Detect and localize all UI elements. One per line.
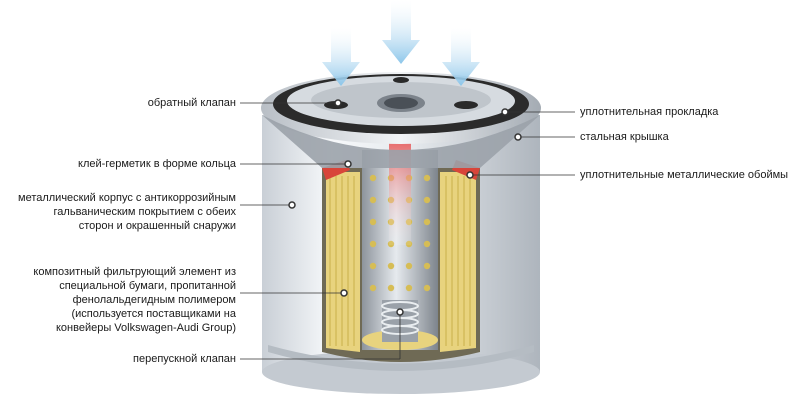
label-gasket: уплотнительная прокладка [580, 106, 719, 118]
inflow-arrow-left [322, 28, 360, 86]
label-housing-line: сторон и окрашенный снаружи [78, 220, 236, 232]
leader-dots [288, 99, 522, 316]
inflow-arrow-right [442, 28, 480, 86]
label-filter-element-line: фенолальдегидным полимером [72, 294, 236, 306]
paper-pleats [329, 176, 471, 346]
label-bypass-valve: перепускной клапан [133, 353, 236, 365]
label-housing: металлический корпус с антикоррозийным г… [18, 191, 236, 233]
label-filter-element-line: (используется поставщиками на [71, 308, 236, 320]
outflow-arrow [378, 115, 422, 245]
label-housing-line: гальваническим покрытием с обеих [53, 206, 236, 218]
inflow-arrows [322, 0, 480, 86]
label-sealant-ring: клей-герметик в форме кольца [78, 158, 236, 170]
label-filter-element-line: композитный фильтрующий элемент из [33, 266, 236, 278]
leader-lines [240, 102, 575, 360]
label-metal-rims: уплотнительные металлические обоймы [580, 169, 789, 181]
label-filter-element-line: специальной бумаги, пропитанной [59, 280, 236, 292]
label-steel-cover: стальная крышка [580, 131, 669, 143]
label-housing-line: металлический корпус с антикоррозийным [18, 192, 236, 204]
steel-cover [261, 72, 541, 168]
label-filter-element: композитный фильтрующий элемент из специ… [33, 265, 236, 335]
label-filter-element-line: конвейеры Volkswagen-Audi Group) [56, 322, 236, 334]
inflow-arrow-center [382, 0, 420, 64]
label-check-valve: обратный клапан [147, 97, 236, 109]
